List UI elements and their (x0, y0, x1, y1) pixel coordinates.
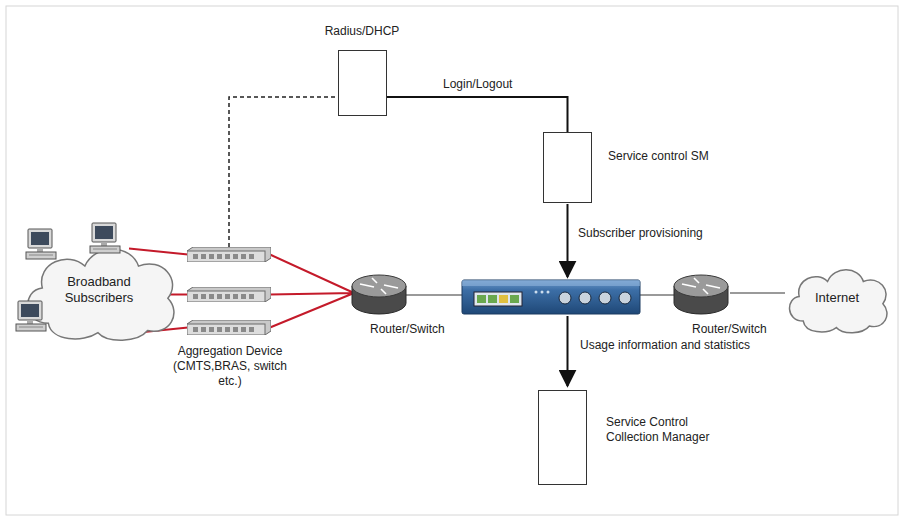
computer-icon (90, 223, 120, 253)
connector-line (387, 97, 568, 132)
computer-icon (16, 301, 46, 331)
router-symbol (672, 270, 730, 320)
server-box: Service Control Collection Manager (538, 390, 738, 486)
server-box: Service control SM (543, 132, 723, 204)
connector-line (270, 255, 354, 328)
sce-device (462, 280, 640, 314)
provisioning-arrow (567, 204, 569, 277)
server-box-outline (538, 390, 587, 485)
cloud-label: Broadband Subscribers (43, 274, 155, 306)
node-label: Radius/DHCP (300, 24, 424, 39)
node-label: Service Control Collection Manager (606, 415, 731, 445)
router-node: Router/Switch (340, 266, 452, 342)
node-label: Service control SM (608, 149, 718, 164)
connector-line (229, 97, 338, 247)
network-cloud: Internet (783, 262, 891, 334)
arrow-label: Usage information and statistics (580, 338, 750, 353)
network-cloud: Broadband Subscribers (18, 238, 180, 342)
cloud-label: Internet (815, 290, 859, 306)
aggregation-label: Aggregation Device (CMTS,BRAS, switch et… (172, 344, 288, 389)
edge-label: Login/Logout (443, 77, 512, 92)
aggregation-device (187, 320, 271, 335)
aggregation-device (187, 287, 271, 302)
cloud-text-area: Broadband Subscribers (18, 238, 180, 342)
aggregation-device (187, 247, 271, 262)
frame-border (6, 6, 898, 515)
arrow-label: Subscriber provisioning (578, 226, 703, 241)
server-box: Radius/DHCP (300, 24, 430, 116)
connector-line (730, 292, 785, 294)
link-line (405, 294, 462, 296)
cloud-text-area: Internet (783, 262, 891, 334)
server-box-outline (543, 132, 592, 203)
link-line (640, 294, 675, 296)
router-symbol (350, 270, 408, 320)
computer-icon (26, 229, 56, 259)
router-label: Router/Switch (692, 322, 767, 337)
aggregation-group: Aggregation Device (CMTS,BRAS, switch et… (150, 240, 310, 400)
router-node: Router/Switch (662, 266, 774, 342)
server-box-outline (338, 50, 387, 116)
router-label: Router/Switch (370, 322, 445, 337)
usage-arrow (567, 316, 569, 386)
